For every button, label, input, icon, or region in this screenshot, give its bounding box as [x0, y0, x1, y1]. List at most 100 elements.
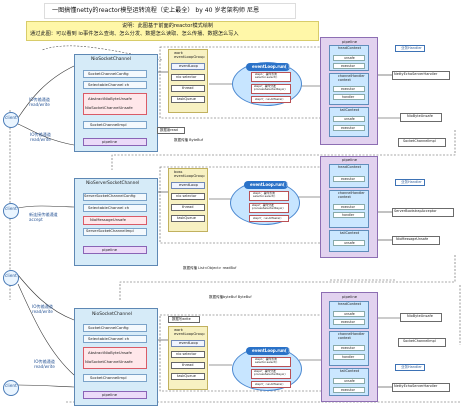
top-step2-label: step2：事件分发 processSelectedKeys() [254, 84, 286, 92]
message-unsafe-right-label: NioMessageUnsafe [396, 237, 429, 241]
echo-handler-top [392, 71, 450, 80]
acceptor-label: ServerBootstrapAcceptor [394, 209, 437, 213]
bottom-tail-unsafe-label: unsafe [344, 379, 355, 383]
boss-thread-label: thread [182, 205, 194, 209]
top-socket-impl-label: SocketChannelImpl [90, 122, 127, 127]
client-node-2 [3, 203, 19, 219]
boss-eventloop-label: eventLoop [179, 183, 198, 187]
bottom-step2-label: step2：事件分发 processSelectedKeys() [254, 369, 286, 377]
arrow-client-top-2 [17, 123, 75, 146]
echo-handler-bottom [392, 383, 450, 392]
business-handler-bottom-tag [395, 364, 425, 371]
client-label-3: client [5, 274, 17, 279]
bottom-socket-impl-label: SocketChannelImpl [90, 375, 127, 380]
boss-selector [171, 193, 205, 200]
top-socket-impl [83, 121, 147, 129]
channel-title-bottom: NioSocketChannel [92, 312, 132, 317]
mid-ctx-handler-label: handler [342, 213, 355, 217]
bottom-ctx-handler-label: handler [342, 355, 355, 359]
arrow-client-top-1 [17, 65, 75, 119]
data-propagate-write: 数据传播byteBuf ByteBuf [209, 295, 252, 299]
mid-step3 [249, 215, 289, 222]
arrow-client-bot-2 [17, 283, 75, 376]
mid-tail-unsafe-label: unsafe [344, 241, 355, 245]
work-top-task-label: taskQueue [177, 97, 196, 101]
boss-thread [171, 204, 205, 211]
top-step3-label: step3：runAllTasks() [255, 97, 284, 101]
business-handler-top-label: 业务Handler [401, 46, 422, 50]
bottom-head-unsafe [333, 311, 365, 317]
middle-boss-area [159, 166, 329, 244]
work-bottom-thread-label: thread [182, 363, 194, 367]
work-top-thread [171, 85, 205, 92]
top-tail-unsafe-label: unsafe [344, 117, 355, 121]
nio-byte-unsafe-top-label: NioByteUnsafe [407, 114, 433, 118]
bottom-tail-exec [333, 387, 365, 393]
work-bottom-selector-label: nio selector [176, 352, 197, 356]
business-handler-bottom-label: 业务Handler [401, 365, 422, 369]
loop-top-to-mid [111, 130, 456, 170]
io-label-bottom-2: IO传输通道 read/write [34, 359, 55, 369]
channel-title-mid: NioServerSocketChannel [86, 181, 140, 186]
top-head-unsafe-label: unsafe [344, 56, 355, 60]
note-line-1: 说明：此图基于前面的reactor模式绘制 [122, 23, 214, 29]
bottom-tail-exec-label: executor [341, 388, 355, 392]
top-tail-exec-label: executor [341, 126, 355, 130]
mid-tail-label: tailContext [340, 231, 360, 235]
data-propagate-bytebuf: 数据传播 ByteBuf [174, 138, 203, 142]
acceptor [392, 208, 454, 217]
top-tail-label: tailContext [340, 108, 360, 112]
mid-pipeline-label: pipeline [102, 247, 118, 252]
socket-impl-right-top-label: SocketChannelImpl [403, 139, 436, 143]
io-label-bottom: IO传输通道 read/write [32, 304, 53, 314]
nio-byte-unsafe-bottom-label: NioByteUnsafe [407, 314, 433, 318]
mid-step1-label: step1：事件查询 selector.select() [253, 191, 276, 199]
boss-task-label: taskQueue [177, 216, 196, 220]
bottom-head-label: headContext [338, 302, 362, 306]
bottom-step1 [251, 357, 291, 367]
bottom-unsafe-socket: NioSocketChannelUnsafe [85, 359, 133, 364]
run-title-mid [244, 181, 288, 189]
top-ctx-handler [333, 94, 365, 100]
bottom-tail-unsafe [333, 378, 365, 384]
work-group-bottom-label: work eventLoopGroup [174, 328, 205, 337]
nio-byte-unsafe-top [400, 113, 442, 122]
work-bottom-task [171, 373, 205, 380]
data-read-box [157, 127, 185, 134]
mid-ctx-label: channelHandler context [338, 191, 365, 199]
bottom-unsafe-abstract: AbstractNioByteUnsafe [88, 350, 132, 355]
boss-group-label: boss eventLoopGroup [174, 170, 205, 179]
channel-title-top: NioSocketChannel [91, 57, 131, 62]
bottom-socket-impl [83, 374, 147, 382]
client-label-1: client [5, 116, 17, 121]
bottom-head-unsafe-label: unsafe [344, 312, 355, 316]
bottom-pipeline [83, 391, 147, 399]
work-bottom-thread [171, 362, 205, 369]
loop-top-left [41, 45, 163, 61]
work-bottom-eventloop-label: eventLoop [179, 341, 198, 345]
top-tail [329, 107, 369, 137]
work-group-top-label: work eventLoopGroup [174, 51, 205, 60]
top-ctx-label: channelHandler context [338, 74, 365, 82]
client-label-2: client [5, 207, 17, 212]
nio-byte-unsafe-bottom [400, 313, 442, 322]
run-title-bottom-label: eventLoop.run( ) [252, 348, 290, 353]
bottom-head-exec [333, 319, 365, 325]
top-head-exec-label: executor [341, 64, 355, 68]
mid-step1 [249, 191, 289, 201]
bottom-ctx-exec-label: executor [341, 346, 355, 350]
bottom-ctx-handler [333, 354, 365, 360]
mid-pipeline [83, 246, 147, 254]
mid-ctx-handler [333, 212, 365, 218]
arrow-client-bot-3 [17, 384, 75, 388]
message-unsafe-right [392, 236, 440, 245]
work-bottom-task-label: taskQueue [177, 374, 196, 378]
run-title-mid-label: eventLoop.run( ) [250, 182, 288, 187]
business-handler-mid-label: 业务Handler [401, 180, 422, 184]
socket-impl-right-top [398, 138, 446, 147]
mid-socket-impl [83, 228, 147, 236]
mid-selectable-label: SelectableChannel ch [88, 205, 130, 210]
mid-ctx-exec [333, 204, 365, 210]
top-ctx-handler-label: handler [342, 95, 355, 99]
client-label-4: client [5, 384, 17, 389]
